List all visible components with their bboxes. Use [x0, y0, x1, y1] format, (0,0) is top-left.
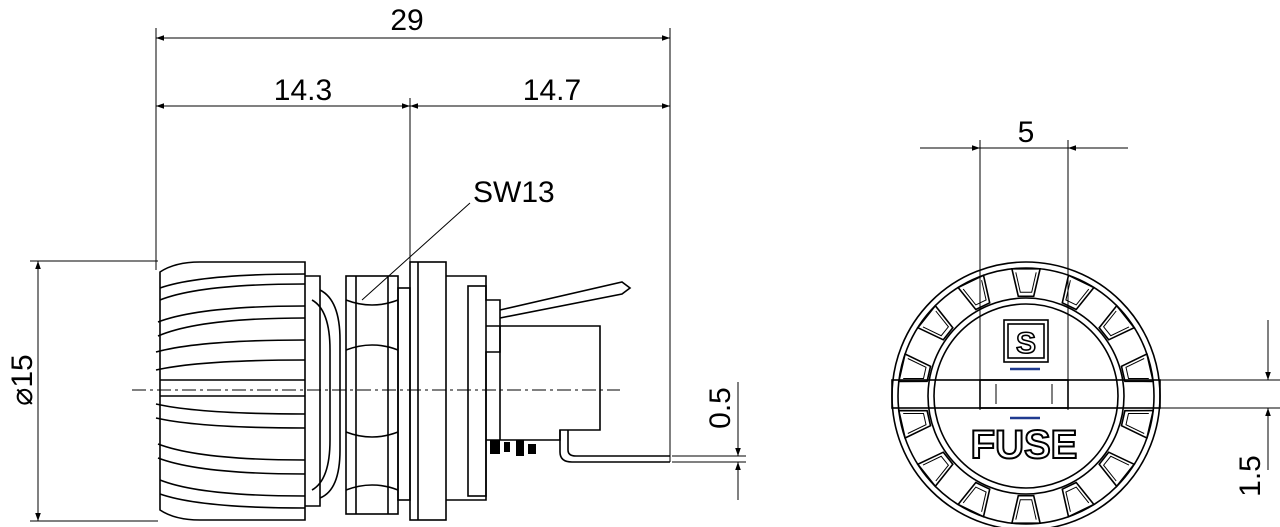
knurl-notch — [1061, 481, 1096, 518]
knurl-notch-inner — [1015, 272, 1037, 293]
knurl-notch — [897, 352, 932, 383]
solder-tab-upper — [499, 281, 632, 319]
fuse-cap-body — [155, 261, 306, 521]
dimension-rear-length: 14.7 — [410, 74, 670, 109]
knurl-notch — [916, 304, 954, 341]
dimension-diameter: ⌀15 — [6, 260, 158, 522]
knurl-notch-inner — [1102, 310, 1130, 337]
knurl-notch — [897, 409, 932, 440]
dimension-total-length: 29 — [156, 4, 670, 41]
dimension-pin-thickness: 0.5 — [672, 382, 746, 500]
screwdriver-slot — [891, 379, 1161, 409]
rear-housing — [446, 275, 601, 501]
terminal-pin — [559, 430, 670, 463]
knurl-notch-inner — [962, 486, 987, 512]
logo-letter: S — [1016, 327, 1036, 360]
knurl-notch-inner — [1065, 280, 1090, 306]
dimension-label-pin-thickness: 0.5 — [704, 387, 737, 429]
dimension-slot-height: 1.5 — [1150, 320, 1280, 497]
knurl-notch — [956, 481, 991, 518]
hex-nut — [345, 275, 399, 515]
fuse-label: FUSE — [971, 423, 1078, 467]
dimension-slot-width: 5 — [920, 116, 1128, 410]
dimension-label-front-length: 14.3 — [274, 74, 332, 107]
knurl-notch — [1120, 352, 1155, 383]
cap-face — [891, 261, 1161, 527]
knurl-notch-inner — [962, 280, 987, 306]
knurl-notch — [1098, 451, 1136, 488]
knurl-notch-inner — [1125, 413, 1149, 434]
knurl-notch-inner — [1102, 455, 1130, 482]
dimension-label-total-length: 29 — [390, 4, 423, 37]
knurl-notch — [1061, 274, 1096, 311]
knurl-notch-inner — [1125, 358, 1149, 379]
knurl-notch-inner — [1015, 499, 1037, 520]
dimension-label-rear-length: 14.7 — [523, 74, 581, 107]
dimension-front-length: 14.3 — [156, 74, 410, 109]
dimension-label-slot-height: 1.5 — [1234, 455, 1267, 497]
dimension-label-diameter: ⌀15 — [6, 354, 39, 405]
knurl-notch — [956, 274, 991, 311]
dimension-label-slot-width: 5 — [1018, 116, 1035, 149]
knurl-notch — [916, 451, 954, 488]
wrench-size-label: SW13 — [473, 176, 555, 209]
knurl-notch-inner — [903, 358, 927, 379]
knurl-notch-inner — [922, 455, 950, 482]
panel-flange — [397, 261, 447, 521]
knurl-notch-inner — [1065, 486, 1090, 512]
cap-neck — [305, 275, 341, 507]
knurl-notch — [1010, 494, 1042, 524]
knurl-notch — [1120, 409, 1155, 440]
knurl-notch-inner — [922, 310, 950, 337]
manufacturer-logo: S — [1003, 319, 1049, 363]
side-view: 29 14.3 14.7 ⌀15 SW13 — [6, 4, 746, 522]
knurl-notch-inner — [903, 413, 927, 434]
knurl-notch — [1010, 268, 1042, 298]
knurl-notches — [897, 268, 1155, 524]
front-view: 5 1.5 — [891, 116, 1280, 527]
knurl-notch — [1098, 304, 1136, 341]
body-marking — [490, 440, 536, 456]
wrench-size-callout: SW13 — [361, 176, 555, 301]
